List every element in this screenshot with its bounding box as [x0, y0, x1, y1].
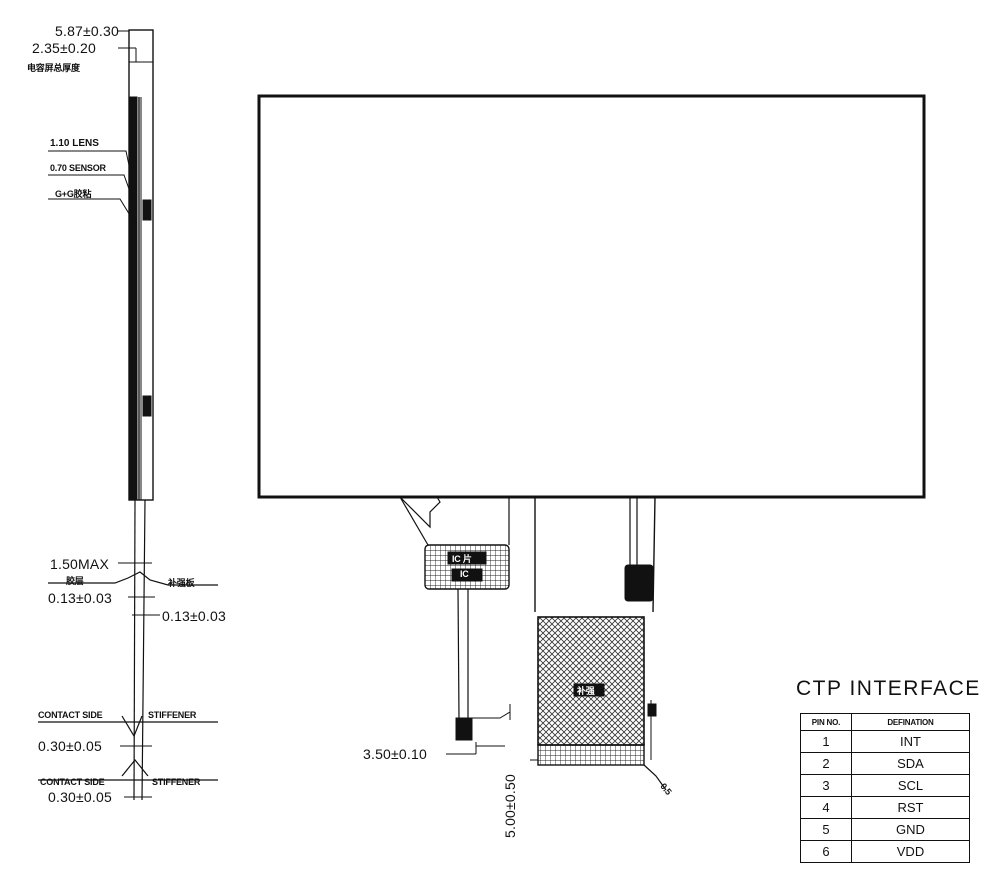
fpc-right-side-mark [647, 703, 657, 717]
label-stiffener-2: STIFFENER [152, 777, 201, 787]
label-contact-side-2: CONTACT SIDE [40, 777, 105, 787]
header-pin: PIN NO. [800, 713, 852, 731]
side-bump-lower [142, 395, 152, 417]
pin-number: 3 [800, 774, 852, 797]
dim-stiffener-1: 0.30±0.05 [38, 738, 102, 754]
stiffener-v-1 [121, 715, 143, 738]
touch-panel-outline [257, 94, 926, 499]
pin-definition: SDA [851, 752, 970, 775]
fpc-tail-left [133, 499, 136, 801]
side-bump-upper [142, 199, 152, 221]
header-definition: DEFINATION [851, 713, 970, 731]
leader-glue [48, 198, 137, 226]
leader-sensor [48, 174, 134, 201]
fpc-tail-right [141, 499, 146, 801]
pin-number: 1 [800, 730, 852, 753]
fpc-bend [48, 571, 218, 586]
dim-length: 5.00±0.50 [502, 774, 518, 838]
pin-number: 6 [800, 840, 852, 863]
dim-total-thickness: 5.87±0.30 [55, 23, 119, 39]
fpc-left-edge-a [399, 496, 429, 546]
fpc-right-gold-fingers [537, 744, 645, 766]
fpc-left-connector [455, 717, 473, 741]
pin-definition: GND [851, 818, 970, 841]
label-chip-a: IC 片 [452, 554, 472, 564]
label-contact-side-1: CONTACT SIDE [38, 710, 103, 720]
leader-length-top [472, 711, 511, 719]
fpc-right-stiffener [537, 616, 645, 746]
dim-fpc-max: 1.50MAX [50, 556, 109, 572]
pin-definition: SCL [851, 774, 970, 797]
table-row: 5 GND [800, 818, 970, 841]
label-chip-b: IC [460, 569, 469, 579]
ctp-interface-table: PIN NO. DEFINATION 1 INT 2 SDA 3 SCL 4 R… [800, 713, 970, 863]
ctp-interface-title: CTP INTERFACE [796, 677, 981, 700]
fpc-left-chip-a [447, 551, 487, 565]
table-row: 6 VDD [800, 840, 970, 863]
fpc-right-chip [573, 683, 605, 697]
table-row: 2 SDA [800, 752, 970, 775]
label-fpc-pad: 补强 [577, 686, 595, 696]
table-row: 3 SCL [800, 774, 970, 797]
side-view [38, 29, 218, 801]
pin-number: 4 [800, 796, 852, 819]
pin-number: 2 [800, 752, 852, 775]
lens-layer [128, 96, 138, 501]
fpc-left-wire-1 [457, 588, 460, 719]
label-fpc-right-cn: 补强板 [168, 578, 195, 588]
label-lens: 1.10 LENS [50, 138, 99, 149]
label-glue: G+G胶粘 [55, 189, 92, 199]
fpc-left-chip-b [451, 568, 483, 582]
dim-fpc-layer-b: 0.13±0.03 [162, 608, 226, 624]
label-stiffener-1: STIFFENER [148, 710, 197, 720]
fpc-left-notch [399, 496, 441, 529]
dim-pitch: 3.50±0.10 [363, 746, 427, 762]
leader-lens [48, 150, 131, 171]
dim-stiffener-2: 0.30±0.05 [48, 789, 112, 805]
pin-definition: INT [851, 730, 970, 753]
label-fpc-left-cn: 胶层 [66, 576, 84, 586]
pin-definition: RST [851, 796, 970, 819]
table-row: 1 INT [800, 730, 970, 753]
label-sensor: 0.70 SENSOR [50, 163, 106, 173]
pin-number: 5 [800, 818, 852, 841]
dim-fpc-layer-a: 0.13±0.03 [48, 590, 112, 606]
table-row: 4 RST [800, 796, 970, 819]
front-view [257, 94, 926, 791]
pin-definition: VDD [851, 840, 970, 863]
fpc-right-tail [643, 764, 667, 791]
label-screen-total-cn: 电容屏总厚度 [27, 63, 80, 73]
dim-screen-thickness: 2.35±0.20 [32, 40, 96, 56]
fpc-right-component [624, 564, 654, 602]
ctp-table-header: PIN NO. DEFINATION [800, 713, 970, 731]
fpc-left-ic-area [424, 544, 510, 590]
stiffener-v-2 [121, 759, 149, 777]
